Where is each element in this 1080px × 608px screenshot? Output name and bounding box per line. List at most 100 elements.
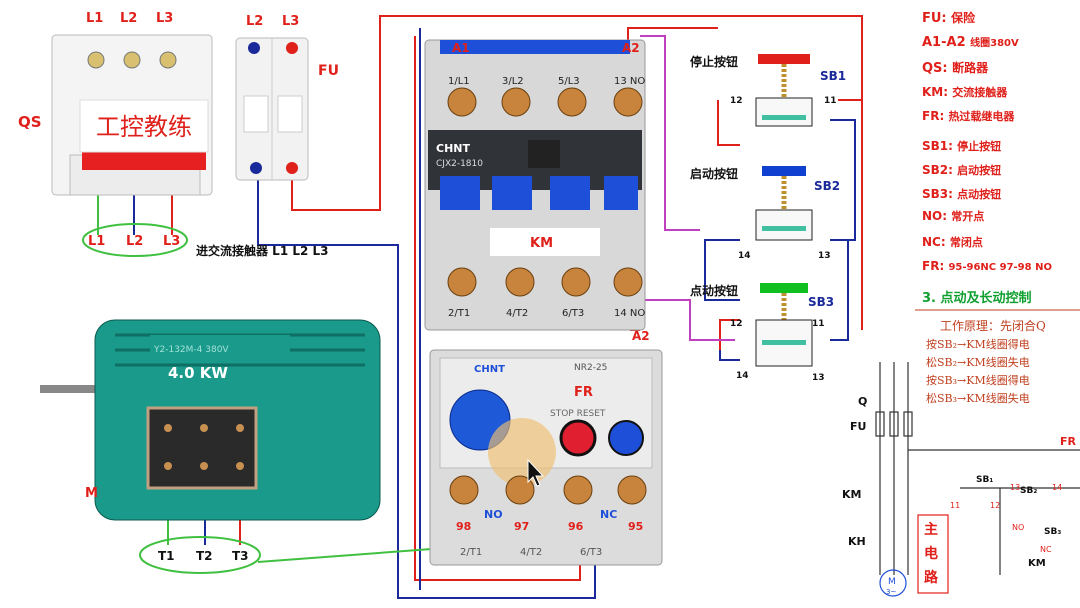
wire-green-motor [257, 547, 446, 563]
sb1-title: 停止按钮 [690, 54, 738, 69]
principle-title: 工作原理：先闭合Q [940, 318, 1046, 333]
breaker-handle [82, 148, 206, 170]
sch-nc: NC [1040, 545, 1052, 554]
motor-t1: T1 [158, 549, 175, 563]
contact-97: 97 [514, 520, 529, 533]
breaker-top-l1: L1 [86, 11, 103, 26]
sch-kh: KH [848, 535, 866, 548]
sb2-cap [762, 166, 806, 176]
top-terminals [447, 87, 643, 117]
fuse-terminal-l3-top [286, 42, 298, 54]
sch-11: 11 [950, 501, 960, 510]
breaker-bottom-l1: L1 [88, 234, 105, 249]
breaker-bottom-l2: L2 [126, 234, 143, 249]
breaker-bottom-ring [82, 223, 188, 257]
legend-km: KM: 交流接触器 [922, 85, 1008, 99]
reset-button [559, 419, 597, 457]
contactor-km: A1 A2 1/L1 3/L2 5/L3 13 NO CHNT CJX2-181… [424, 39, 650, 343]
legend-sb2: SB2: 启动按钮 [922, 163, 1001, 177]
fuse-terminal-l2-bottom [250, 162, 262, 174]
wire-red-a2 [627, 27, 718, 40]
contact-nc: NC [600, 508, 617, 521]
legend-qs: QS: 断路器 [922, 60, 989, 76]
wires [97, 15, 863, 599]
legend-fu: FU: 保险 [922, 10, 976, 26]
button-sb1: 停止按钮 SB1 12 11 [690, 54, 846, 127]
overload-model: NR2-25 [574, 363, 607, 373]
motor: Y2-132M-4 380V 4.0 KW M T1 T2 T3 [40, 319, 381, 574]
principle-line-2: 松SB₂→KM线圈失电 [926, 355, 1030, 369]
breaker-qs: 工控教练 L1 L2 L3 QS L1 L2 L3 [18, 11, 213, 257]
caption-incoming: 进交流接触器 L1 L2 L3 [196, 243, 329, 258]
sb3-left-top: 12 [730, 319, 743, 329]
principle-line-4: 松SB₃→KM线圈失电 [926, 391, 1030, 405]
sch-main-2: 电 [924, 545, 938, 562]
sb3-left-bottom: 14 [736, 371, 749, 381]
motor-name: M [85, 486, 98, 501]
coil-a2-bottom: A2 [632, 329, 650, 343]
overload-name: FR [574, 385, 593, 400]
sb3-cap [760, 283, 808, 293]
terminal-box [146, 406, 258, 490]
overload-button-label: STOP RESET [550, 409, 606, 419]
wire-purple-a2 [640, 35, 700, 231]
button-sb2: 启动按钮 SB2 14 13 [690, 166, 840, 261]
wire-blue-sb3-bottom [719, 350, 740, 361]
sch-sb1: SB₁ [976, 475, 993, 485]
sch-sb2: SB₂ [1020, 486, 1037, 496]
sch-no: NO [1012, 523, 1024, 532]
sch-14: 14 [1052, 483, 1062, 492]
sch-12: 12 [990, 501, 1000, 510]
sch-main-1: 主 [924, 521, 938, 538]
contactor-brand: CHNT [436, 142, 470, 155]
legend-sb3: SB3: 点动按钮 [922, 187, 1001, 201]
coil-a2-top: A2 [622, 41, 640, 55]
motor-plate-text: Y2-132M-4 380V [153, 345, 229, 355]
fuse-terminal-l3-bottom [286, 162, 298, 174]
sb2-code: SB2 [814, 179, 840, 193]
legend: FU: 保险 A1-A2 线圈380V QS: 断路器 KM: 交流接触器 FR… [922, 10, 1052, 273]
legend-no: NO: 常开点 [922, 209, 984, 223]
wire-red-sb1-left [717, 100, 740, 146]
schematic-labels: Q FU KM KH M 3~ FR SB₁ SB₂ SB₃ KM 主 电 路 … [842, 395, 1077, 596]
breaker-top-l3: L3 [156, 11, 173, 26]
sb2-title: 启动按钮 [690, 166, 738, 181]
sch-m: M [888, 577, 896, 587]
principle-line-1: 按SB₂→KM线圈得电 [926, 337, 1030, 351]
sch-km-coil: KM [1028, 558, 1046, 569]
sch-sb3: SB₃ [1044, 527, 1061, 537]
fuse-top-l2: L2 [246, 14, 263, 29]
legend-a1a2: A1-A2 线圈380V [922, 35, 1019, 50]
load-6t3: 6/T3 [580, 547, 602, 558]
contact-no: NO [484, 508, 503, 521]
coil-a1: A1 [452, 41, 470, 55]
button-sb3: 点动按钮 SB3 12 11 14 13 [690, 283, 834, 383]
sb3-right-top: 11 [812, 319, 825, 329]
legend-nc: NC: 常闭点 [922, 235, 983, 249]
sch-fu: FU [850, 420, 866, 433]
wire-fuse-l2-loop [257, 175, 596, 599]
breaker-top-l2: L2 [120, 11, 137, 26]
sb3-code: SB3 [808, 295, 834, 309]
sb3-right-bottom: 13 [812, 373, 825, 383]
motor-t2: T2 [196, 549, 213, 563]
section-title: 3. 点动及长动控制 [922, 290, 1032, 306]
wire-fuse-l3-to-km [291, 15, 863, 330]
terminal-4t2: 4/T2 [506, 308, 528, 319]
load-4t2: 4/T2 [520, 547, 542, 558]
overload-terminals [449, 475, 647, 505]
contact-96: 96 [568, 520, 584, 533]
motor-plate [150, 335, 290, 359]
legend-sb1: SB1: 停止按钮 [922, 139, 1001, 153]
breaker-name: QS [18, 113, 42, 131]
sb1-code: SB1 [820, 69, 846, 83]
sb3-title: 点动按钮 [690, 283, 738, 298]
overload-brand: CHNT [474, 364, 505, 375]
contactor-model: CJX2-1810 [436, 159, 483, 169]
legend-fr-contacts: FR: 95-96NC 97-98 NO [922, 259, 1052, 273]
sch-q: Q [858, 395, 867, 408]
sb1-cap [758, 54, 810, 64]
overload-fr: CHNT NR2-25 FR STOP RESET 98 97 96 95 NO… [429, 349, 663, 566]
sb2-right: 13 [818, 251, 831, 261]
contactor-name: KM [530, 236, 553, 251]
